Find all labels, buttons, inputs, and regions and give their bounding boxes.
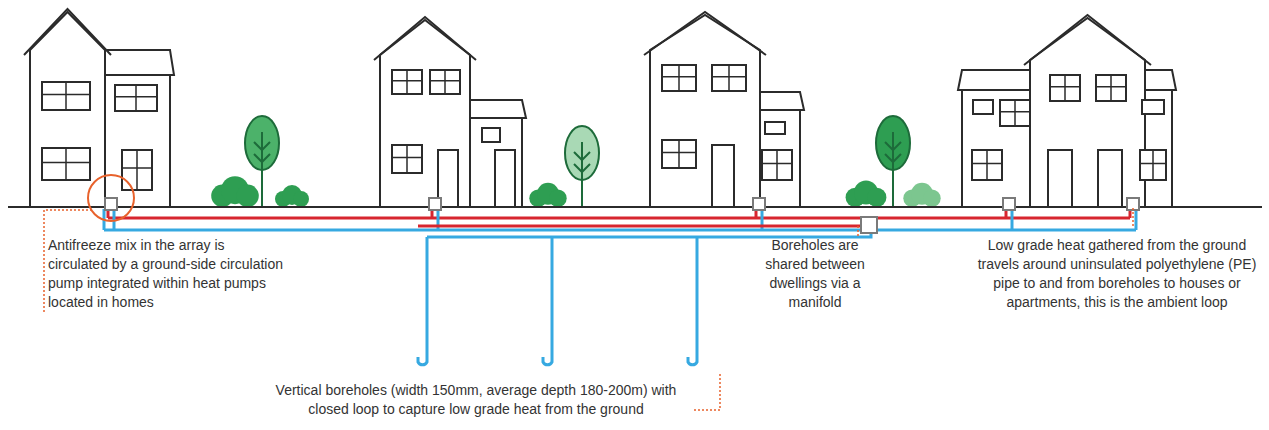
heat-pump-unit bbox=[105, 198, 117, 210]
window bbox=[662, 140, 696, 168]
roof bbox=[644, 12, 766, 55]
borehole-down bbox=[687, 226, 690, 358]
house-wall bbox=[650, 15, 760, 207]
window-bar bbox=[662, 65, 696, 91]
return-riser bbox=[1011, 209, 1014, 230]
window-bar bbox=[42, 82, 90, 110]
window-bar bbox=[122, 150, 152, 190]
window bbox=[42, 82, 90, 110]
door bbox=[1098, 150, 1122, 207]
window bbox=[1050, 75, 1080, 101]
tree-trunk bbox=[574, 142, 590, 207]
house-wall bbox=[30, 12, 105, 207]
bush bbox=[867, 188, 886, 207]
annotation: Vertical boreholes (width 150mm, average… bbox=[260, 381, 692, 419]
annotation: Low grade heat gathered from the ground … bbox=[968, 236, 1266, 312]
bush bbox=[236, 185, 258, 207]
manifold-flow bbox=[418, 218, 865, 226]
window bbox=[973, 100, 993, 114]
window-bar bbox=[392, 145, 422, 173]
bush bbox=[549, 189, 567, 207]
borehole-loop bbox=[418, 237, 427, 365]
window-bar bbox=[762, 150, 792, 180]
annotation: Boreholes are shared between dwellings v… bbox=[765, 236, 865, 312]
door bbox=[1048, 150, 1072, 207]
return-riser bbox=[113, 209, 116, 230]
manifold-return bbox=[427, 230, 871, 237]
borehole-loop bbox=[688, 237, 697, 365]
bush bbox=[923, 189, 941, 207]
window-bar bbox=[115, 85, 157, 111]
house-wall bbox=[380, 20, 470, 207]
window bbox=[122, 150, 152, 190]
heat-pump-unit bbox=[429, 198, 441, 210]
bush bbox=[293, 191, 309, 207]
window bbox=[1000, 100, 1030, 126]
window bbox=[1096, 75, 1126, 101]
window-bar bbox=[1050, 75, 1080, 101]
roof bbox=[374, 17, 476, 60]
flow-pipe bbox=[108, 217, 1130, 220]
roof bbox=[1024, 15, 1151, 65]
borehole-down bbox=[542, 226, 545, 358]
callout-circle bbox=[88, 175, 134, 221]
ground-line bbox=[8, 206, 1262, 208]
window bbox=[712, 65, 746, 91]
window-bar bbox=[712, 65, 746, 91]
door bbox=[495, 150, 515, 207]
roof bbox=[24, 9, 111, 55]
borehole-down bbox=[417, 226, 420, 358]
window bbox=[482, 128, 500, 142]
window bbox=[765, 122, 785, 134]
window bbox=[430, 70, 460, 94]
heat-pump-unit bbox=[753, 198, 765, 210]
window-bar bbox=[1000, 100, 1030, 126]
window bbox=[42, 148, 90, 180]
window bbox=[762, 150, 792, 180]
manifold bbox=[861, 217, 877, 233]
window-bar bbox=[42, 148, 90, 180]
return-pipe bbox=[104, 229, 1136, 232]
window-bar bbox=[972, 150, 1002, 180]
tree-trunk bbox=[885, 132, 901, 207]
leader-line bbox=[857, 226, 859, 238]
annotation: Antifreeze mix in the array is circulate… bbox=[48, 236, 288, 312]
window bbox=[115, 85, 157, 111]
window bbox=[662, 65, 696, 91]
window-bar bbox=[430, 70, 460, 94]
window bbox=[392, 145, 422, 173]
leader-line bbox=[694, 372, 720, 410]
trees bbox=[211, 116, 941, 207]
window-bar bbox=[662, 140, 696, 168]
window-bar bbox=[1096, 75, 1126, 101]
window-bar bbox=[392, 70, 422, 94]
house-wing bbox=[95, 75, 170, 207]
door bbox=[712, 145, 734, 207]
borehole-loop bbox=[543, 237, 552, 365]
window-bar bbox=[1140, 150, 1166, 180]
window bbox=[392, 70, 422, 94]
houses bbox=[24, 9, 1176, 207]
window bbox=[1140, 150, 1166, 180]
heat-pump-unit bbox=[1003, 198, 1015, 210]
return-riser bbox=[1135, 209, 1138, 230]
window bbox=[972, 150, 1002, 180]
tree-trunk bbox=[254, 132, 270, 207]
house-wing bbox=[962, 90, 1040, 207]
leader-line bbox=[1132, 206, 1134, 226]
window bbox=[1142, 100, 1164, 114]
